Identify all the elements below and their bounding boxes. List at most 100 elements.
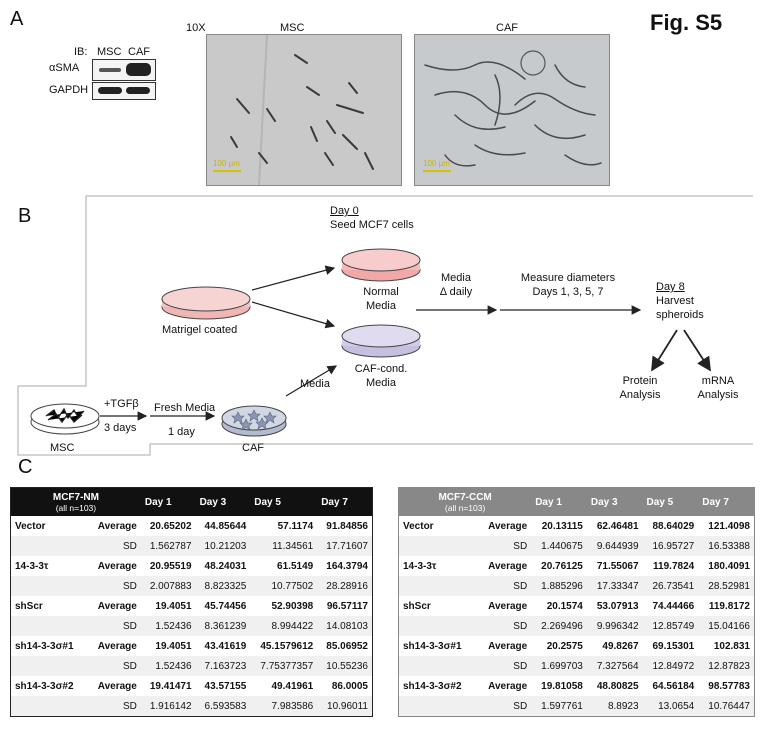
table-ccm-col-2: Day 3 (586, 487, 643, 516)
table-mcf7-ccm-container: MCF7-CCM (all n=103) Day 1 Day 3 Day 5 D… (398, 487, 755, 717)
table-cell: 7.983586 (250, 696, 318, 717)
row-stat: SD (87, 536, 141, 556)
row-stat: Average (97, 560, 137, 572)
table-cell: 1.440675 (531, 536, 587, 556)
table-cell: 45.74456 (204, 600, 247, 612)
table-cell: 86.0005 (331, 680, 368, 692)
table-ccm-subtitle: (all n=103) (444, 502, 486, 513)
row-group-name: sh14-3-3σ#2 (15, 680, 74, 692)
table-cell: 10.77502 (250, 576, 318, 596)
matrigel-dish (161, 286, 251, 320)
table-cell: 20.76125 (541, 560, 583, 572)
table-ccm-title-cell: MCF7-CCM (all n=103) (398, 487, 532, 516)
table-cell: 49.41961 (271, 680, 314, 692)
western-blot-asma (92, 59, 156, 81)
panel-letter-c: C (18, 456, 33, 478)
table-cell: 43.41619 (204, 640, 247, 652)
table-cell: 45.1579612 (260, 640, 314, 652)
table-nm-col-1: Day 1 (140, 487, 196, 516)
day8-sub-1: Harvest (656, 295, 694, 307)
table-cell: 62.46481 (596, 520, 639, 532)
row-group-name: sh14-3-3σ#2 (403, 680, 462, 692)
row-stat: Average (488, 520, 528, 532)
micrograph-title-msc: MSC (280, 22, 305, 34)
three-days-label: 3 days (104, 422, 137, 434)
row-stat: Average (97, 520, 137, 532)
row-group-name: 14-3-3τ (403, 560, 437, 572)
row-stat: SD (476, 696, 532, 717)
table-nm-title-cell: MCF7-NM (all n=103) (10, 487, 141, 516)
row-stat: Average (97, 600, 137, 612)
blot-label-asma: αSMA (49, 62, 80, 74)
table-cell: 119.7824 (653, 560, 695, 572)
table-cell: 1.597761 (531, 696, 587, 717)
row-stat: Average (488, 640, 528, 652)
normal-media-dish (341, 248, 421, 282)
day0-sub: Seed MCF7 cells (330, 219, 414, 231)
table-cell: 43.57155 (204, 680, 247, 692)
row-group-name (398, 656, 477, 676)
ib-label: IB: (74, 46, 88, 58)
row-group-name (10, 576, 88, 596)
day8-sub-2: spheroids (656, 309, 704, 321)
table-cell: 7.163723 (195, 656, 251, 676)
western-blot-gapdh (92, 82, 156, 100)
table-cell: 1.885296 (531, 576, 587, 596)
table-cell: 1.699703 (531, 656, 587, 676)
table-cell: 10.55236 (317, 656, 373, 676)
table-cell: 180.4091 (708, 560, 750, 572)
table-nm-col-3: Day 5 (250, 487, 318, 516)
table-cell: 1.52436 (140, 656, 196, 676)
table-cell: 48.80825 (596, 680, 639, 692)
row-group-name (398, 576, 477, 596)
table-cell: 12.87823 (698, 656, 755, 676)
table-cell: 7.75377357 (250, 656, 318, 676)
caf-cond-label-2: Media (366, 377, 396, 389)
figure-title: Fig. S5 (650, 10, 723, 35)
table-cell: 164.3794 (326, 560, 368, 572)
day8-title: Day 8 (656, 281, 685, 293)
table-cell: 2.007883 (140, 576, 196, 596)
msc-cells-illustration (230, 35, 374, 185)
row-group-name (10, 616, 88, 636)
magnification-label: 10X (186, 22, 206, 34)
panel-letter-a: A (10, 8, 24, 30)
scalebar-right-text: 100 µm (423, 159, 450, 168)
row-stat: SD (87, 696, 141, 717)
table-cell: 19.81058 (541, 680, 583, 692)
table-nm-subtitle: (all n=103) (55, 502, 97, 513)
row-stat: SD (87, 616, 141, 636)
table-cell: 8.8923 (586, 696, 643, 717)
table-cell: 102.831 (713, 640, 750, 652)
table-cell: 13.0654 (642, 696, 699, 717)
media-label: Media (300, 378, 330, 390)
row-group-name: sh14-3-3σ#1 (403, 640, 462, 652)
caf-cells-illustration (424, 50, 602, 167)
row-group-name: 14-3-3τ (15, 560, 49, 572)
table-ccm-col-4: Day 7 (698, 487, 755, 516)
fresh-media-label: Fresh Media (154, 402, 216, 414)
matrigel-label: Matrigel coated (162, 324, 238, 336)
row-group-name (398, 616, 477, 636)
table-cell: 20.1574 (546, 600, 583, 612)
caf-cond-label-1: CAF-cond. (354, 363, 408, 375)
table-mcf7-ccm: MCF7-CCM (all n=103) Day 1 Day 3 Day 5 D… (398, 487, 755, 717)
table-cell: 121.4098 (708, 520, 750, 532)
table-cell: 64.56184 (652, 680, 695, 692)
caf-cond-media-dish (341, 324, 421, 358)
table-cell: 44.85644 (204, 520, 247, 532)
lane-label-msc: MSC (97, 46, 122, 58)
table-cell: 17.71607 (317, 536, 373, 556)
row-stat: SD (87, 576, 141, 596)
